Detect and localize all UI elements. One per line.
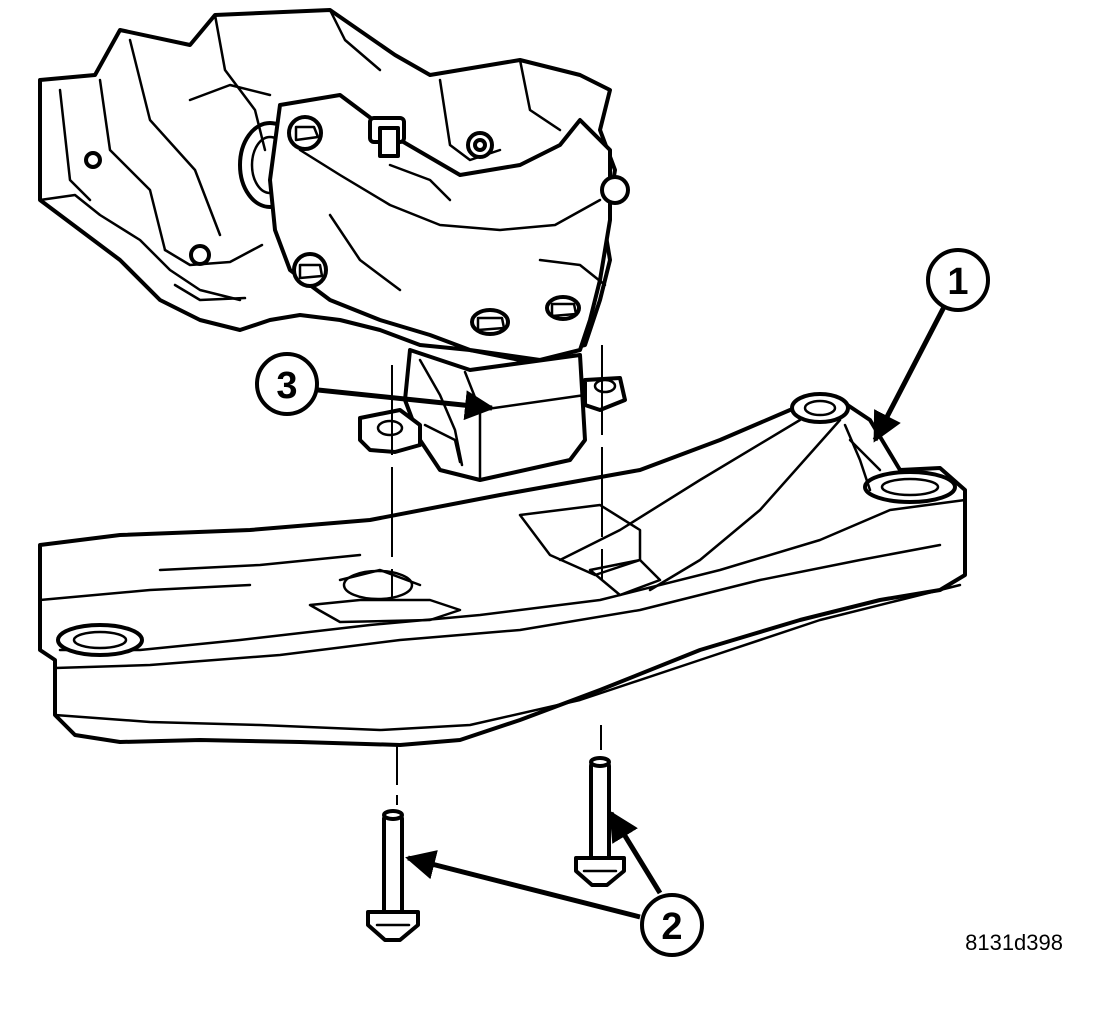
leader-arrow-2b	[608, 810, 663, 895]
leader-arrow-1	[872, 303, 948, 443]
mounting-bolt-right	[574, 756, 626, 887]
callout-2-label: 2	[661, 906, 682, 948]
crossmember	[38, 392, 967, 747]
callout-3: 3	[255, 352, 319, 416]
leader-arrow-3	[317, 387, 495, 421]
bracket-bolt	[287, 115, 323, 151]
callout-1: 1	[926, 248, 990, 312]
callout-2: 2	[640, 893, 704, 957]
callout-3-label: 3	[276, 365, 297, 407]
mounting-bolt-left	[366, 809, 420, 942]
leader-arrows	[317, 303, 948, 920]
bracket-bolt	[545, 295, 581, 321]
figure-id: 8131d398	[965, 930, 1063, 955]
transmission-mount-isolator	[358, 348, 627, 482]
bracket-bolt	[600, 175, 630, 205]
stud-centerlines	[391, 345, 603, 805]
bracket-bolt	[470, 308, 510, 336]
leader-arrow-2a	[405, 850, 641, 920]
bracket-bolt	[368, 116, 406, 158]
callout-1-label: 1	[947, 261, 968, 303]
mount-bracket	[268, 93, 630, 362]
bracket-bolt	[292, 252, 328, 288]
